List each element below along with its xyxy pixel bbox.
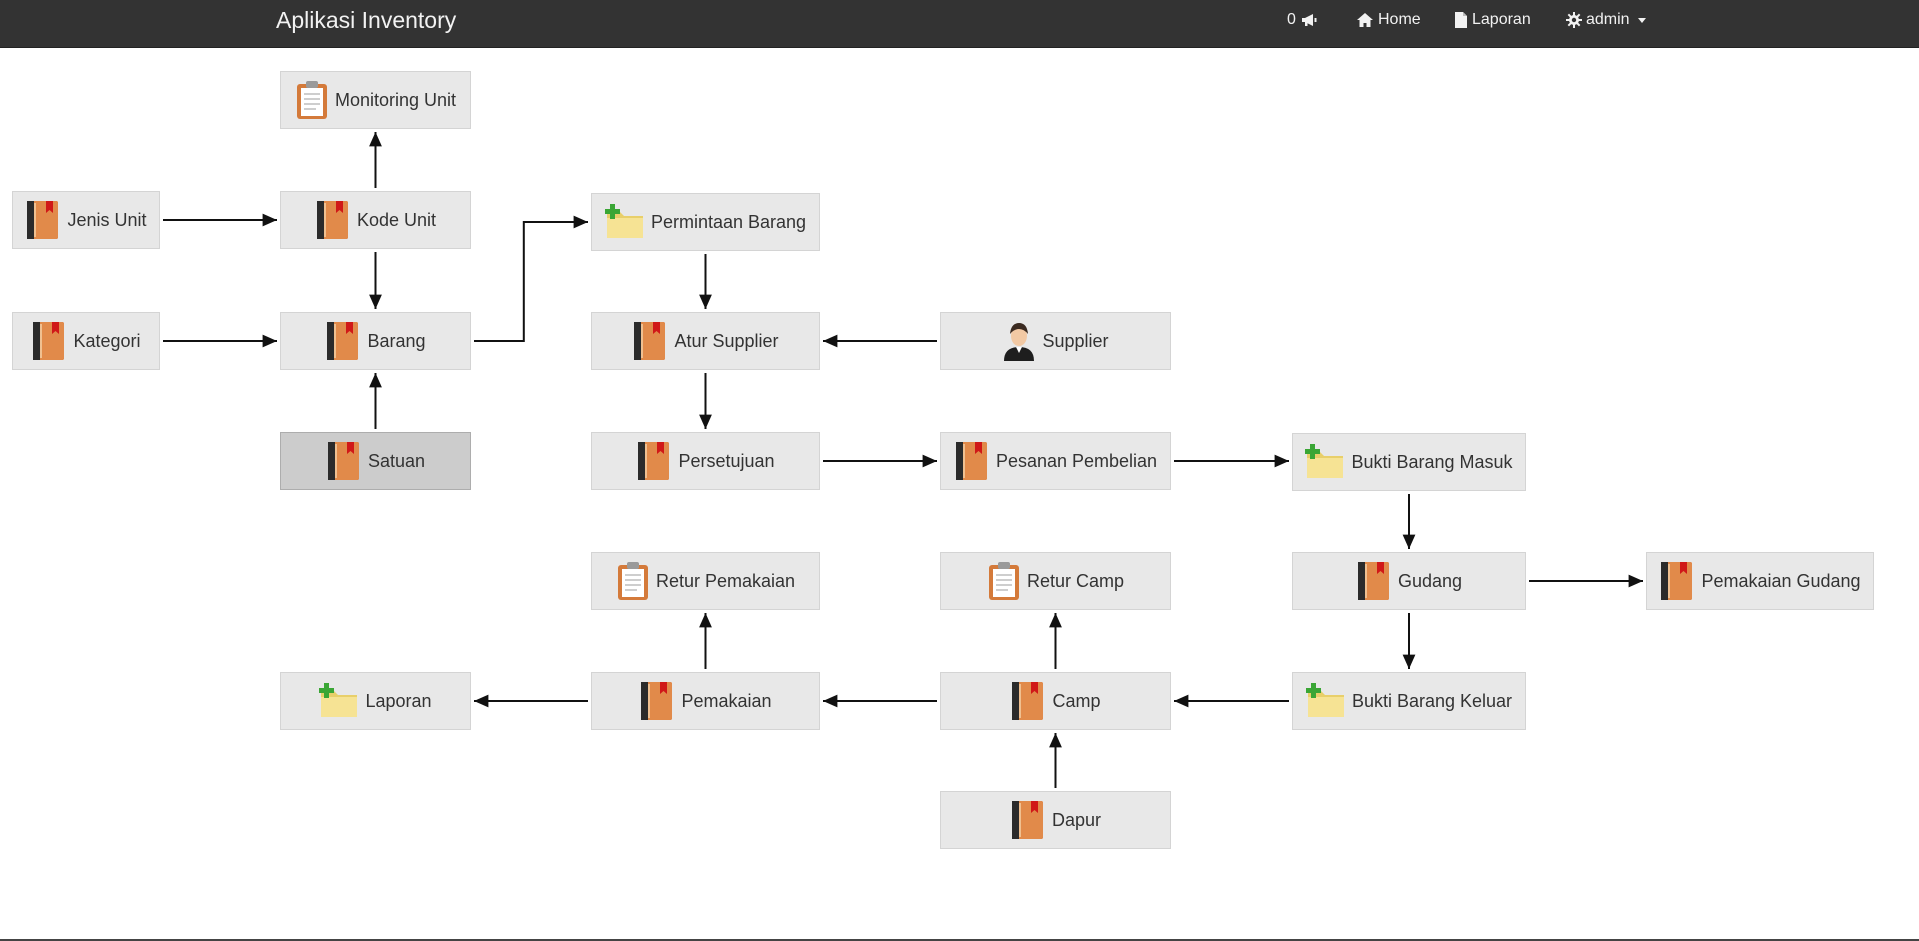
node-pemakaian-gudang[interactable]: Pemakaian Gudang (1646, 552, 1874, 610)
nav-laporan[interactable]: Laporan (1454, 9, 1531, 31)
node-label: Retur Camp (1026, 570, 1125, 591)
file-icon (1454, 12, 1468, 28)
book-icon (31, 321, 67, 361)
book-icon (326, 441, 362, 481)
clipboard-icon (987, 561, 1021, 601)
clipboard-icon (616, 561, 650, 601)
book-icon (636, 441, 672, 481)
folder-add-icon (1305, 683, 1346, 719)
footer-divider (0, 939, 1919, 941)
node-supplier[interactable]: Supplier (940, 312, 1171, 370)
node-barang[interactable]: Barang (280, 312, 471, 370)
book-icon (325, 321, 361, 361)
node-pemakaian[interactable]: Pemakaian (591, 672, 820, 730)
user-menu-dropdown[interactable]: admin (1566, 9, 1646, 31)
node-label: Pemakaian Gudang (1701, 570, 1861, 591)
node-label: Barang (367, 330, 426, 351)
folder-add-icon (604, 204, 645, 240)
book-icon (1659, 561, 1695, 601)
navbar: Aplikasi Inventory 0 Home Laporan (0, 0, 1919, 48)
notification-button[interactable]: 0 (1287, 9, 1318, 31)
book-icon (1010, 681, 1046, 721)
book-icon (1010, 800, 1046, 840)
node-pesanan-pembelian[interactable]: Pesanan Pembelian (940, 432, 1171, 490)
caret-down-icon (1637, 17, 1646, 23)
node-label: Pemakaian (681, 690, 772, 711)
node-kode-unit[interactable]: Kode Unit (280, 191, 471, 249)
node-monitoring-unit[interactable]: Monitoring Unit (280, 71, 471, 129)
book-icon (315, 200, 351, 240)
book-icon (954, 441, 990, 481)
gear-icon (1566, 12, 1582, 28)
node-persetujuan[interactable]: Persetujuan (591, 432, 820, 490)
user-name: admin (1586, 11, 1630, 28)
node-label: Laporan (365, 690, 432, 711)
book-icon (639, 681, 675, 721)
node-label: Kategori (73, 330, 141, 351)
node-retur-camp[interactable]: Retur Camp (940, 552, 1171, 610)
node-permintaan-barang[interactable]: Permintaan Barang (591, 193, 820, 251)
node-dapur[interactable]: Dapur (940, 791, 1171, 849)
node-label: Satuan (367, 450, 426, 471)
node-label: Dapur (1051, 809, 1102, 830)
node-jenis-unit[interactable]: Jenis Unit (12, 191, 160, 249)
node-bukti-barang-masuk[interactable]: Bukti Barang Masuk (1292, 433, 1526, 491)
user-icon (1002, 321, 1036, 361)
node-satuan[interactable]: Satuan (280, 432, 471, 490)
node-bukti-barang-keluar[interactable]: Bukti Barang Keluar (1292, 672, 1526, 730)
node-label: Atur Supplier (674, 330, 779, 351)
app-brand[interactable]: Aplikasi Inventory (276, 7, 457, 33)
home-icon (1356, 12, 1374, 28)
node-label: Permintaan Barang (650, 211, 807, 232)
nav-laporan-label: Laporan (1472, 11, 1531, 28)
folder-add-icon (1305, 444, 1345, 480)
node-retur-pemakaian[interactable]: Retur Pemakaian (591, 552, 820, 610)
folder-add-icon (319, 683, 359, 719)
node-label: Monitoring Unit (334, 89, 457, 110)
node-label: Pesanan Pembelian (995, 450, 1158, 471)
bullhorn-icon (1300, 12, 1318, 28)
book-icon (1356, 561, 1392, 601)
node-label: Retur Pemakaian (655, 570, 796, 591)
node-label: Bukti Barang Masuk (1351, 451, 1513, 472)
node-label: Kode Unit (356, 209, 437, 230)
node-kategori[interactable]: Kategori (12, 312, 160, 370)
node-label: Persetujuan (678, 450, 775, 471)
node-label: Jenis Unit (67, 209, 147, 230)
clipboard-icon (295, 80, 329, 120)
node-gudang[interactable]: Gudang (1292, 552, 1526, 610)
node-atur-supplier[interactable]: Atur Supplier (591, 312, 820, 370)
notification-count: 0 (1287, 11, 1296, 28)
node-label: Bukti Barang Keluar (1351, 690, 1513, 711)
book-icon (25, 200, 61, 240)
node-laporan[interactable]: Laporan (280, 672, 471, 730)
book-icon (632, 321, 668, 361)
connector-barang-to-permintaan-barang (474, 215, 588, 342)
node-label: Gudang (1397, 570, 1463, 591)
node-label: Camp (1052, 690, 1101, 711)
node-label: Supplier (1042, 330, 1109, 351)
nav-home[interactable]: Home (1356, 9, 1421, 31)
node-camp[interactable]: Camp (940, 672, 1171, 730)
nav-home-label: Home (1378, 11, 1421, 28)
